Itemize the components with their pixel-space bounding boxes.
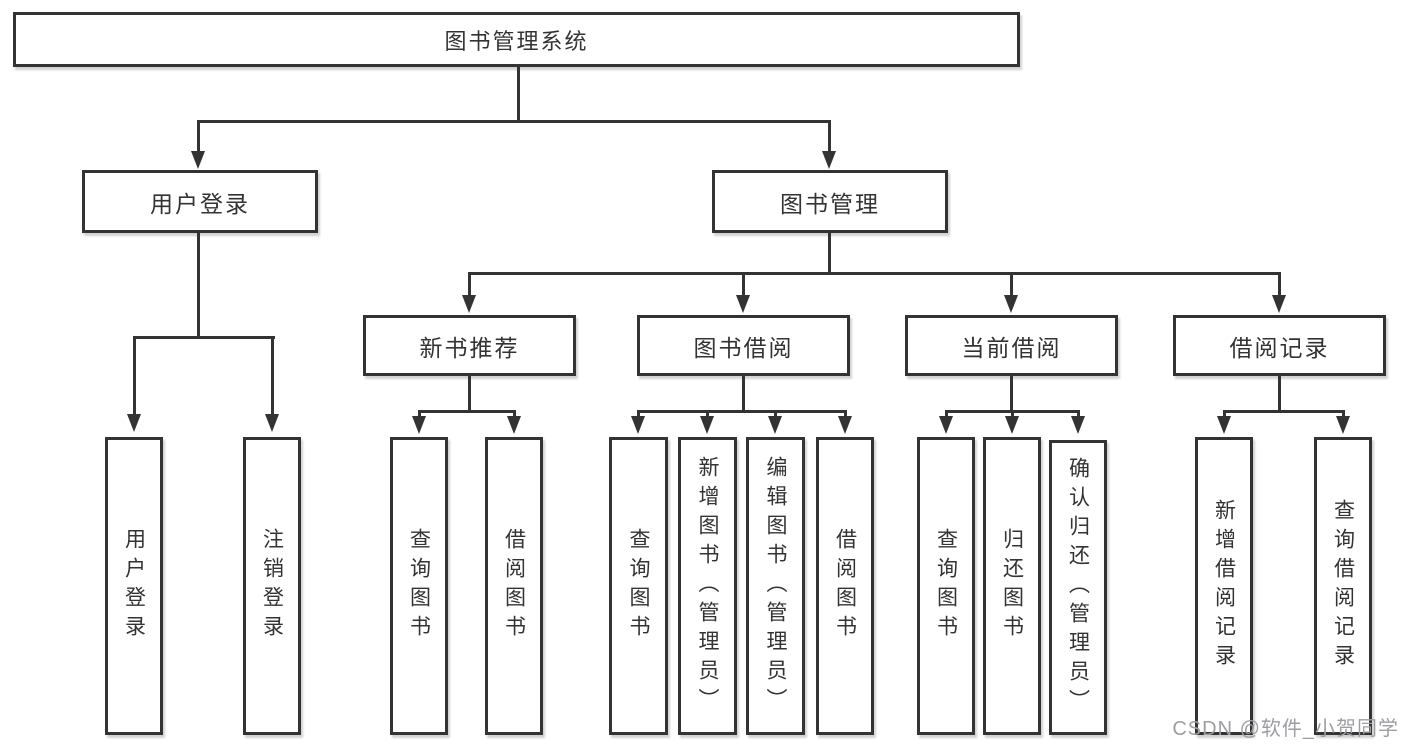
arrow-down-icon bbox=[939, 416, 953, 434]
connector-stem bbox=[742, 376, 745, 410]
node-borrow-books-leaf: 借阅图书 bbox=[816, 437, 874, 735]
node-label: 图书管理 bbox=[780, 190, 880, 217]
node-query-books-borrow: 查询图书 bbox=[609, 437, 668, 735]
node-label: 查询图书 bbox=[627, 528, 650, 644]
node-borrow-records: 借阅记录 bbox=[1173, 315, 1386, 376]
connector-stem bbox=[1278, 376, 1281, 410]
node-add-borrow-record: 新增借阅记录 bbox=[1195, 437, 1253, 735]
node-borrow-books-recommend: 借阅图书 bbox=[485, 437, 543, 735]
connector-drop bbox=[513, 410, 516, 417]
arrow-down-icon bbox=[412, 416, 426, 434]
connector-drop bbox=[133, 336, 136, 414]
node-query-books-current: 查询图书 bbox=[917, 437, 975, 735]
connector-drop bbox=[1011, 410, 1014, 417]
node-label: 用户登录 bbox=[122, 528, 146, 644]
node-label: 查询图书 bbox=[934, 528, 958, 644]
arrow-down-icon bbox=[507, 416, 521, 434]
connector-drop bbox=[1278, 272, 1281, 296]
connector-drop bbox=[637, 410, 640, 417]
connector-drop bbox=[1342, 410, 1345, 417]
connector-drop bbox=[844, 410, 847, 417]
arrow-down-icon bbox=[191, 151, 205, 169]
arrow-down-icon bbox=[631, 416, 645, 434]
connector-drop bbox=[1077, 410, 1080, 417]
node-current-borrowing: 当前借阅 bbox=[905, 315, 1118, 376]
arrow-down-icon bbox=[822, 151, 836, 169]
connector-user-login-stem bbox=[197, 233, 200, 336]
arrow-down-icon bbox=[1004, 295, 1018, 313]
connector-drop-book-management bbox=[828, 120, 831, 152]
node-label: 借阅图书 bbox=[833, 528, 857, 644]
connector-drop bbox=[271, 336, 274, 414]
arrow-down-icon bbox=[462, 295, 476, 313]
connector-stem bbox=[468, 376, 471, 410]
node-label: 查询借阅记录 bbox=[1331, 499, 1355, 673]
connector-drop bbox=[742, 272, 745, 296]
node-logout: 注销登录 bbox=[243, 437, 301, 735]
connector-drop bbox=[468, 272, 471, 296]
node-label: 注销登录 bbox=[260, 528, 284, 644]
connector-user-login-hline bbox=[133, 336, 275, 339]
node-label: 图书管理系统 bbox=[444, 28, 589, 54]
connector-hline bbox=[637, 410, 847, 413]
arrow-down-icon bbox=[838, 416, 852, 434]
node-label: 图书借阅 bbox=[693, 334, 794, 361]
node-library-system: 图书管理系统 bbox=[13, 12, 1020, 67]
connector-hline bbox=[1223, 410, 1344, 413]
csdn-watermark: CSDN @软件_小贺同学 bbox=[1172, 718, 1399, 740]
connector-drop bbox=[418, 410, 421, 417]
node-book-management: 图书管理 bbox=[712, 170, 948, 233]
node-query-borrow-record: 查询借阅记录 bbox=[1314, 437, 1372, 735]
arrow-down-icon bbox=[1005, 416, 1019, 434]
connector-hline bbox=[418, 410, 516, 413]
node-confirm-return-admin: 确认归还（管理员） bbox=[1049, 440, 1107, 735]
connector-drop bbox=[774, 410, 777, 417]
node-label: 查询图书 bbox=[407, 528, 431, 644]
node-query-books-recommend: 查询图书 bbox=[390, 437, 448, 735]
connector-stem bbox=[1010, 376, 1013, 410]
connector-root-hline bbox=[197, 120, 831, 123]
arrow-down-icon bbox=[1272, 295, 1286, 313]
arrow-down-icon bbox=[1071, 416, 1085, 434]
arrow-down-icon bbox=[265, 414, 279, 432]
connector-book-mgmt-stem bbox=[828, 233, 831, 272]
connector-drop bbox=[1223, 410, 1226, 417]
node-label: 归还图书 bbox=[1000, 528, 1024, 644]
arrow-down-icon bbox=[700, 416, 714, 434]
node-label: 当前借阅 bbox=[961, 334, 1062, 361]
node-user-login: 用户登录 bbox=[82, 170, 318, 233]
node-label: 新增借阅记录 bbox=[1212, 499, 1236, 673]
node-label: 用户登录 bbox=[150, 190, 250, 217]
node-add-book-admin: 新增图书（管理员） bbox=[678, 437, 737, 735]
connector-drop bbox=[1010, 272, 1013, 296]
arrow-down-icon bbox=[1217, 416, 1231, 434]
connector-drop bbox=[945, 410, 948, 417]
node-user-login-leaf: 用户登录 bbox=[105, 437, 163, 735]
node-edit-book-admin: 编辑图书（管理员） bbox=[746, 437, 805, 735]
node-label: 新书推荐 bbox=[419, 334, 520, 361]
arrow-down-icon bbox=[1336, 416, 1350, 434]
connector-drop-user-login bbox=[197, 120, 200, 152]
connector-book-mgmt-hline bbox=[468, 272, 1281, 275]
arrow-down-icon bbox=[127, 414, 141, 432]
node-label: 新增图书（管理员） bbox=[696, 455, 719, 717]
node-return-books: 归还图书 bbox=[983, 437, 1041, 735]
node-label: 借阅图书 bbox=[502, 528, 526, 644]
node-label: 确认归还（管理员） bbox=[1066, 457, 1090, 718]
arrow-down-icon bbox=[768, 416, 782, 434]
node-label: 编辑图书（管理员） bbox=[764, 455, 787, 717]
node-new-book-recommend: 新书推荐 bbox=[363, 315, 576, 376]
node-label: 借阅记录 bbox=[1229, 334, 1330, 361]
connector-root-stem bbox=[517, 67, 520, 120]
node-book-borrowing: 图书借阅 bbox=[637, 315, 850, 376]
arrow-down-icon bbox=[736, 295, 750, 313]
connector-drop bbox=[706, 410, 709, 417]
